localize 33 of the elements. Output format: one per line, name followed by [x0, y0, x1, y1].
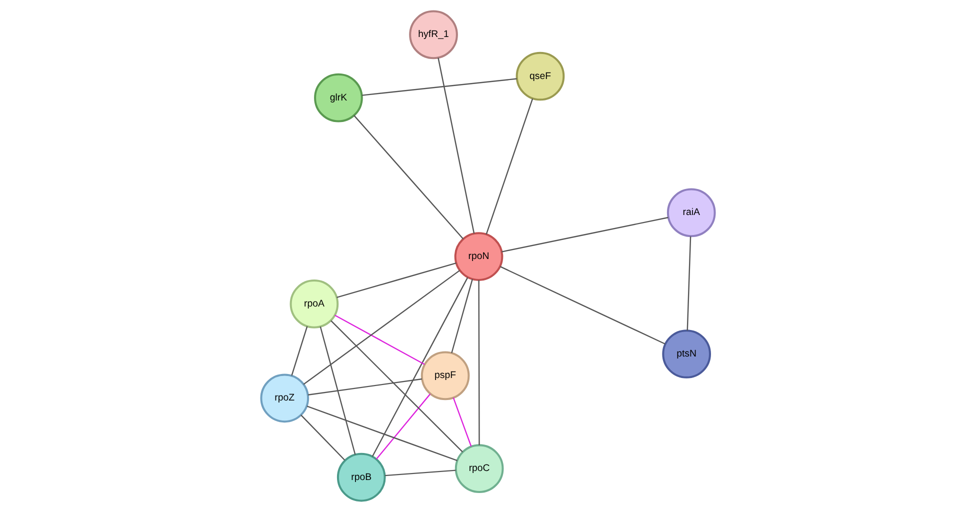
node-circle: rpoN	[454, 232, 504, 281]
connector	[334, 314, 425, 365]
connector	[451, 278, 473, 354]
connector	[502, 216, 668, 252]
connector	[478, 280, 480, 446]
connector	[452, 398, 472, 447]
connector	[306, 406, 458, 462]
node-circle: glrK	[314, 73, 363, 122]
connector	[291, 326, 308, 376]
node-circle: ptsN	[662, 330, 711, 378]
connector	[372, 277, 468, 457]
connector	[308, 378, 422, 396]
connector	[376, 394, 431, 460]
connector	[362, 78, 517, 96]
node-circle: rpoA	[290, 280, 339, 328]
connector	[486, 98, 534, 235]
node-circle: rpoC	[454, 444, 504, 494]
node-circle: pspF	[420, 351, 470, 400]
node-circle: raiA	[666, 188, 716, 238]
connector	[303, 270, 460, 385]
connector	[500, 266, 666, 345]
connector	[438, 58, 475, 234]
connector	[330, 320, 463, 452]
connector	[336, 262, 456, 298]
node-circle: rpoZ	[260, 374, 310, 423]
connector	[384, 470, 456, 476]
connector	[354, 115, 464, 240]
connector	[320, 326, 356, 455]
node-circle: hyfR_1	[409, 10, 458, 60]
connector	[686, 236, 692, 331]
node-circle: rpoB	[336, 452, 386, 502]
node-circle: qseF	[516, 52, 565, 101]
connector	[300, 414, 346, 461]
